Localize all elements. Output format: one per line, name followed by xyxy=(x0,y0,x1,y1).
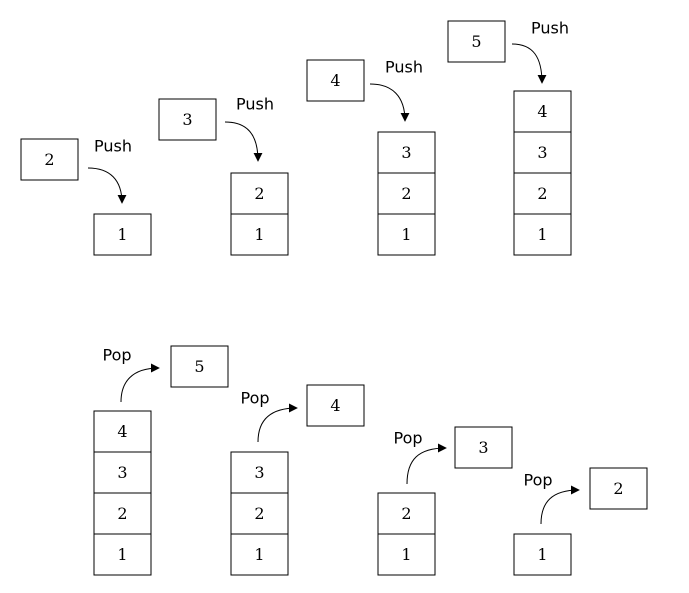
pushed-item-value: 4 xyxy=(330,71,340,90)
stack-cell xyxy=(377,492,436,535)
stack-cell xyxy=(93,213,152,256)
stack-cell xyxy=(513,533,572,576)
stack-cell-value: 3 xyxy=(401,143,411,162)
pushed-item-value: 3 xyxy=(182,110,192,129)
pop-arrow xyxy=(120,363,160,403)
push-arrow xyxy=(224,121,263,162)
stack-cell xyxy=(230,492,289,535)
stack-cell-value: 2 xyxy=(401,184,411,203)
stack-cell xyxy=(513,90,572,133)
pop-step-3: 1 2 3 Pop xyxy=(377,426,513,576)
stack-cell xyxy=(93,410,152,453)
push-label: Push xyxy=(94,137,132,156)
pushed-item-box xyxy=(158,98,217,141)
stack-cell-value: 3 xyxy=(537,143,547,162)
stack-cell-value: 1 xyxy=(254,225,264,244)
stack-cell-value: 3 xyxy=(254,463,264,482)
popped-item-box xyxy=(306,384,365,427)
pop-label: Pop xyxy=(102,346,131,365)
pop-arrow xyxy=(406,443,447,485)
push-label: Push xyxy=(236,95,274,114)
pop-step-4: 1 2 Pop xyxy=(513,467,648,576)
pop-label: Pop xyxy=(393,429,422,448)
stack-cell-value: 1 xyxy=(117,545,127,564)
stack-cell xyxy=(93,451,152,494)
popped-item-value: 2 xyxy=(613,479,623,498)
stack-cell-value: 1 xyxy=(401,225,411,244)
push-step-4: 1 2 3 4 5 Push xyxy=(447,19,572,256)
pop-arrow xyxy=(257,403,298,443)
pop-arrow xyxy=(540,485,580,525)
stack-cell xyxy=(377,533,436,576)
push-step-3: 1 2 3 4 Push xyxy=(306,58,436,256)
stack-cell xyxy=(93,533,152,576)
stack-cell xyxy=(230,451,289,494)
push-arrow xyxy=(87,167,127,204)
stack-cell-value: 4 xyxy=(117,422,127,441)
pop-step-1: 1 2 3 4 5 Pop xyxy=(93,345,229,576)
popped-item-value: 4 xyxy=(330,396,340,415)
stack-cell-value: 4 xyxy=(537,102,547,121)
stack-cell xyxy=(513,213,572,256)
push-arrow xyxy=(369,83,410,122)
stack-cell xyxy=(377,213,436,256)
push-step-1: 1 2 Push xyxy=(20,137,152,256)
pushed-item-box xyxy=(20,138,79,181)
pushed-item-box xyxy=(306,59,365,102)
pushed-item-box xyxy=(447,20,506,63)
popped-item-value: 5 xyxy=(194,357,204,376)
stack-cell-value: 1 xyxy=(537,545,547,564)
stack-cell-value: 2 xyxy=(537,184,547,203)
stack-cell xyxy=(230,172,289,215)
stack-cell-value: 2 xyxy=(401,504,411,523)
push-label: Push xyxy=(385,58,423,77)
stack-cell xyxy=(513,172,572,215)
popped-item-box xyxy=(589,467,648,510)
stack-cell-value: 1 xyxy=(537,225,547,244)
stack-cell xyxy=(230,533,289,576)
stack-cell xyxy=(513,131,572,174)
pop-label: Pop xyxy=(240,389,269,408)
pop-step-2: 1 2 3 4 Pop xyxy=(230,384,365,576)
popped-item-value: 3 xyxy=(478,438,488,457)
stack-cell-value: 1 xyxy=(401,545,411,564)
push-label: Push xyxy=(531,19,569,38)
pushed-item-value: 2 xyxy=(44,150,54,169)
stack-cell-value: 3 xyxy=(117,463,127,482)
push-step-2: 1 2 3 Push xyxy=(158,95,289,256)
stack-cell-value: 2 xyxy=(117,504,127,523)
stack-cell xyxy=(377,172,436,215)
stack-cell-value: 2 xyxy=(254,504,264,523)
stack-cell xyxy=(377,131,436,174)
popped-item-box xyxy=(454,426,513,469)
pushed-item-value: 5 xyxy=(471,32,481,51)
popped-item-box xyxy=(170,345,229,388)
push-arrow xyxy=(511,43,547,84)
stack-cell-value: 2 xyxy=(254,184,264,203)
pop-label: Pop xyxy=(523,471,552,490)
stack-cell xyxy=(93,492,152,535)
stack-cell-value: 1 xyxy=(117,225,127,244)
stack-cell-value: 1 xyxy=(254,545,264,564)
